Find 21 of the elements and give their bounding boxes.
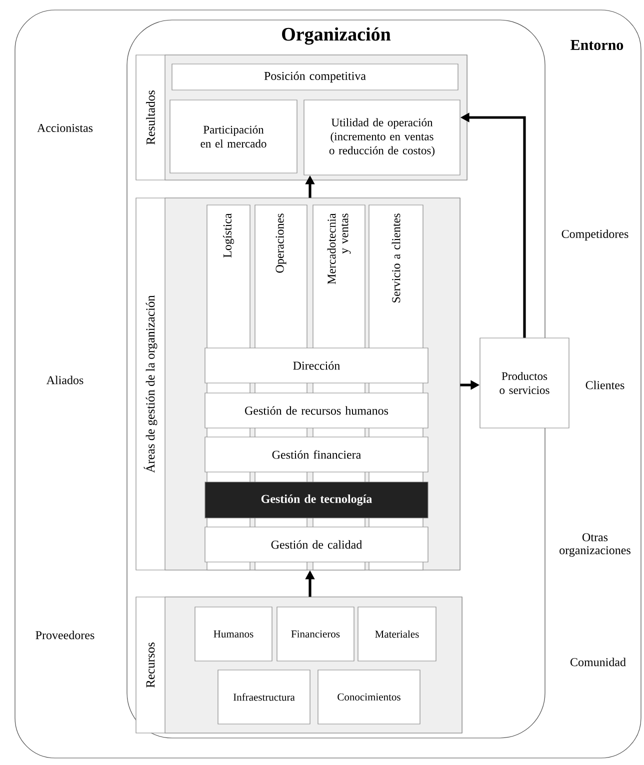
process-box: Infraestructura: [218, 670, 310, 724]
process-box: Gestión financiera: [204, 436, 428, 472]
process-box: Gestión de recursos humanos: [204, 392, 428, 428]
process-box: Posición competitiva: [172, 64, 458, 90]
side-label: Clientes: [586, 380, 624, 390]
side-label: Competidores: [562, 230, 628, 240]
process-box: Conocimientos: [318, 670, 420, 724]
process-box: Financieros: [276, 606, 354, 662]
process-box: Participación en el mercado: [170, 100, 298, 174]
process-box: Materiales: [358, 606, 436, 662]
side-label: Aliados: [46, 376, 84, 384]
process-box: Utilidad de operación (incremento en ventas o reducción de costos): [304, 100, 460, 176]
side-label: Otras organizaciones: [560, 533, 630, 557]
process-box: Dirección: [204, 348, 428, 384]
process-box: Gestión de calidad: [204, 526, 428, 562]
process-box: Productos o servicios: [480, 338, 570, 428]
side-label: Accionistas: [37, 124, 93, 132]
process-box: Humanos: [194, 606, 272, 662]
side-label: Proveedores: [36, 630, 94, 640]
side-label: Comunidad: [570, 658, 626, 666]
process-box: Gestión de tecnología: [204, 482, 428, 518]
